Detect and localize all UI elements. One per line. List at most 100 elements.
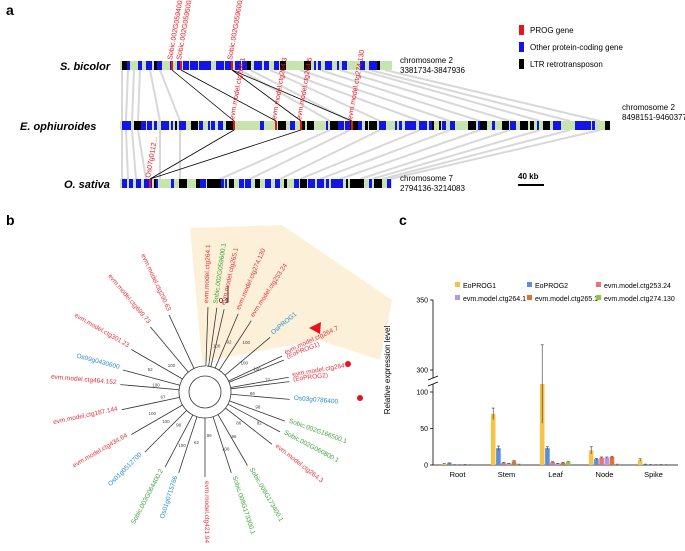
gene-block (337, 61, 339, 70)
tree-branch (248, 426, 272, 444)
gene-block (138, 61, 142, 70)
gene-block (342, 61, 347, 70)
chromosome-name-sb: chromosome 2 (400, 56, 453, 65)
gene-block (221, 179, 224, 188)
gene-block (284, 179, 287, 188)
gene-block (226, 121, 234, 130)
gene-block (207, 179, 215, 188)
gene-block (211, 121, 215, 130)
tree-branch (233, 440, 248, 466)
gene-block (575, 121, 583, 130)
bootstrap-value: 100 (152, 382, 160, 387)
legend-label: EoPROG2 (535, 283, 568, 290)
gene-block (225, 61, 231, 70)
legend-swatch-prog (519, 25, 524, 35)
synteny-link (385, 70, 600, 121)
taxon-label: evm.model.ctg290.63 (139, 253, 172, 313)
tree-branch (131, 420, 157, 435)
bootstrap-value: 77 (265, 377, 271, 382)
tree-branch (169, 315, 182, 342)
tree-branch (228, 404, 254, 418)
gene-block (265, 179, 271, 188)
gene-block (326, 179, 329, 188)
gene-block (122, 179, 127, 188)
bootstrap-value: 86 (236, 420, 242, 425)
bar (605, 458, 610, 465)
prog-gene-block (180, 61, 182, 70)
synteny-link (150, 70, 160, 121)
gene-block (358, 121, 362, 130)
prog-gene-block (171, 61, 173, 70)
gene-block (530, 121, 534, 130)
gene-block (199, 61, 204, 70)
tree-branch (229, 369, 255, 381)
gene-block (216, 61, 224, 70)
tree-inner-arc (189, 376, 221, 408)
gene-block (379, 121, 386, 130)
gene-block (314, 61, 316, 70)
bar (491, 414, 496, 465)
bootstrap-value: 100 (178, 443, 186, 448)
gene-block (156, 179, 158, 188)
tree-branch (259, 377, 289, 382)
legend-label: evm.model.ctg265.1 (535, 296, 598, 303)
bootstrap-value: 92 (227, 340, 233, 345)
gene-block (274, 61, 279, 70)
bootstrap-value: 86 (207, 433, 213, 438)
gene-block (129, 121, 131, 130)
tree-branch (179, 444, 188, 473)
legend-swatch (455, 282, 460, 287)
legend-a: PROG gene Other protein-coding gene LTR … (519, 25, 624, 69)
gene-block (239, 179, 241, 188)
gene-block (318, 61, 321, 70)
gene-block (395, 121, 397, 130)
tree-branch (231, 394, 260, 397)
gene-block (520, 121, 528, 130)
gene-block (442, 121, 446, 130)
prog-gene-block (231, 61, 233, 70)
tree-branch (218, 415, 233, 440)
bootstrap-value: 100 (213, 344, 221, 349)
panel-label-c: c (399, 212, 407, 228)
prog-gene-block (300, 121, 302, 130)
tree-branch (182, 342, 194, 368)
tree-branch (122, 403, 151, 409)
gene-block (196, 179, 200, 188)
tree-branch (213, 417, 222, 445)
gene-block (369, 121, 377, 130)
taxon-label: evm.model.ctg301.23 (73, 312, 131, 349)
gene-block (502, 121, 509, 130)
gene-block (147, 121, 152, 130)
bootstrap-value: 100 (162, 419, 170, 424)
legend-label-other: Other protein-coding gene (530, 43, 624, 52)
gene-block (179, 179, 187, 188)
gene-block (136, 179, 141, 188)
gene-block (134, 121, 141, 130)
bootstrap-value: 67 (160, 394, 166, 399)
prog-gene-block (275, 121, 277, 130)
taxon-label: Os01g0512700 (107, 451, 144, 488)
gene-block (605, 121, 610, 130)
gene-block (330, 121, 338, 130)
panel-label-b: b (6, 212, 15, 228)
bootstrap-value: 86 (250, 391, 256, 396)
gene-block (157, 61, 162, 70)
taxon-label: evm.model.ctg699.73 (106, 273, 152, 325)
gene-block (439, 121, 441, 130)
gene-block (510, 121, 516, 130)
taxon-label: Os03g0786400 (293, 395, 338, 406)
legend-swatch (527, 295, 532, 300)
legend-label-prog: PROG gene (530, 26, 574, 35)
gene-block (129, 179, 133, 188)
gene-block (264, 61, 269, 70)
legend-swatch (527, 282, 532, 287)
bootstrap-value: 100 (168, 363, 176, 368)
gene-block (260, 121, 264, 130)
gene-block (294, 179, 299, 188)
bar (566, 462, 571, 465)
tree-branch (165, 441, 179, 467)
gene-block (255, 179, 260, 188)
legend-label-ltr: LTR retrotransposon (530, 60, 603, 69)
gene-block (326, 121, 328, 130)
